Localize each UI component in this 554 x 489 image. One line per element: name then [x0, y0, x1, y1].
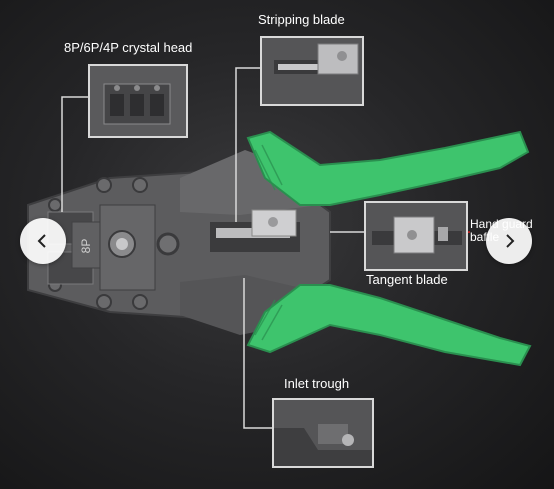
next-image-button[interactable] — [486, 218, 532, 264]
pivot-inner — [116, 238, 128, 250]
bolt — [48, 198, 62, 212]
stripping-blade-label: Stripping blade — [258, 12, 345, 27]
die-marking: 8P — [79, 239, 93, 254]
tangent-blade-inset — [364, 201, 468, 271]
crystal-head-label: 8P/6P/4P crystal head — [64, 40, 193, 55]
bolt — [132, 177, 148, 193]
bolt — [96, 177, 112, 193]
callout-lines — [61, 67, 365, 429]
die-plate — [71, 221, 101, 269]
stripping-blade-detail — [262, 38, 362, 104]
upper-handle — [246, 130, 530, 206]
pivot-secondary — [156, 232, 180, 256]
inlet-trough-inset — [272, 398, 374, 468]
bolt — [132, 294, 148, 310]
tangent-blade-label: Tangent blade — [366, 272, 448, 287]
chevron-right-icon — [506, 234, 515, 248]
stripping-blade-inset — [260, 36, 364, 106]
crystal-head-detail — [90, 66, 186, 136]
crystal-head-inset — [88, 64, 188, 138]
inlet-trough-detail — [274, 400, 372, 466]
bolt — [96, 294, 112, 310]
previous-image-button[interactable] — [20, 218, 66, 264]
lower-handle — [246, 284, 532, 367]
chevron-left-icon — [37, 234, 46, 248]
tangent-blade-detail — [366, 203, 466, 269]
blade-screw — [268, 217, 278, 227]
inlet-trough-label: Inlet trough — [284, 376, 350, 391]
